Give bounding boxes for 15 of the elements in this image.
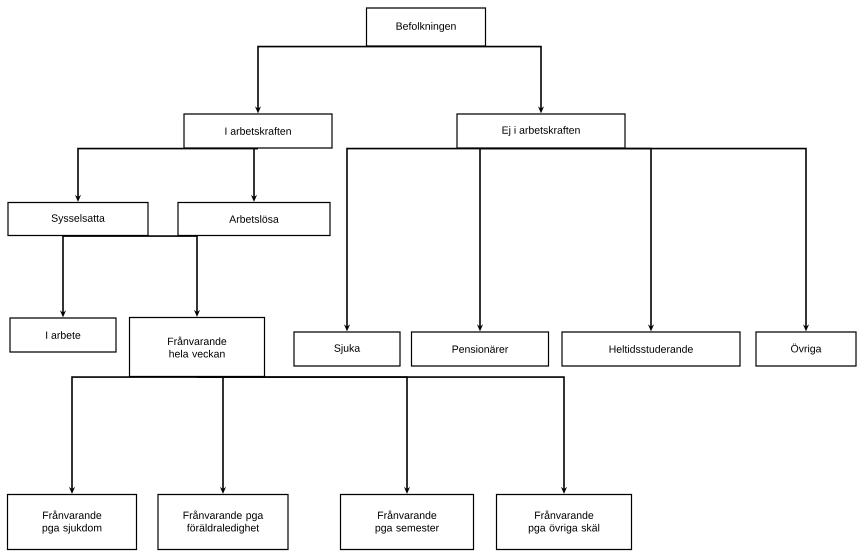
box: Sjuka (293, 331, 401, 367)
box: Övriga (755, 331, 857, 367)
box: I arbetskraften (183, 113, 333, 149)
box: Sysselsatta (7, 202, 149, 236)
box: Frånvarande pga sjukdom (6, 494, 138, 550)
box: Arbetslösa (177, 202, 331, 236)
box: I arbete (9, 317, 117, 353)
box: Frånvarande pga föräldraledighet (157, 494, 289, 550)
box: Befolkningen (366, 7, 486, 47)
box: Pensionärer (410, 331, 550, 367)
box: Frånvarande hela veckan (128, 316, 266, 378)
box: Ej i arbetskraften (456, 113, 626, 149)
box: Frånvarande pga övriga skäl (496, 494, 632, 550)
box: Frånvarande pga semester (340, 494, 474, 550)
box: Heltidsstuderande (561, 331, 741, 367)
